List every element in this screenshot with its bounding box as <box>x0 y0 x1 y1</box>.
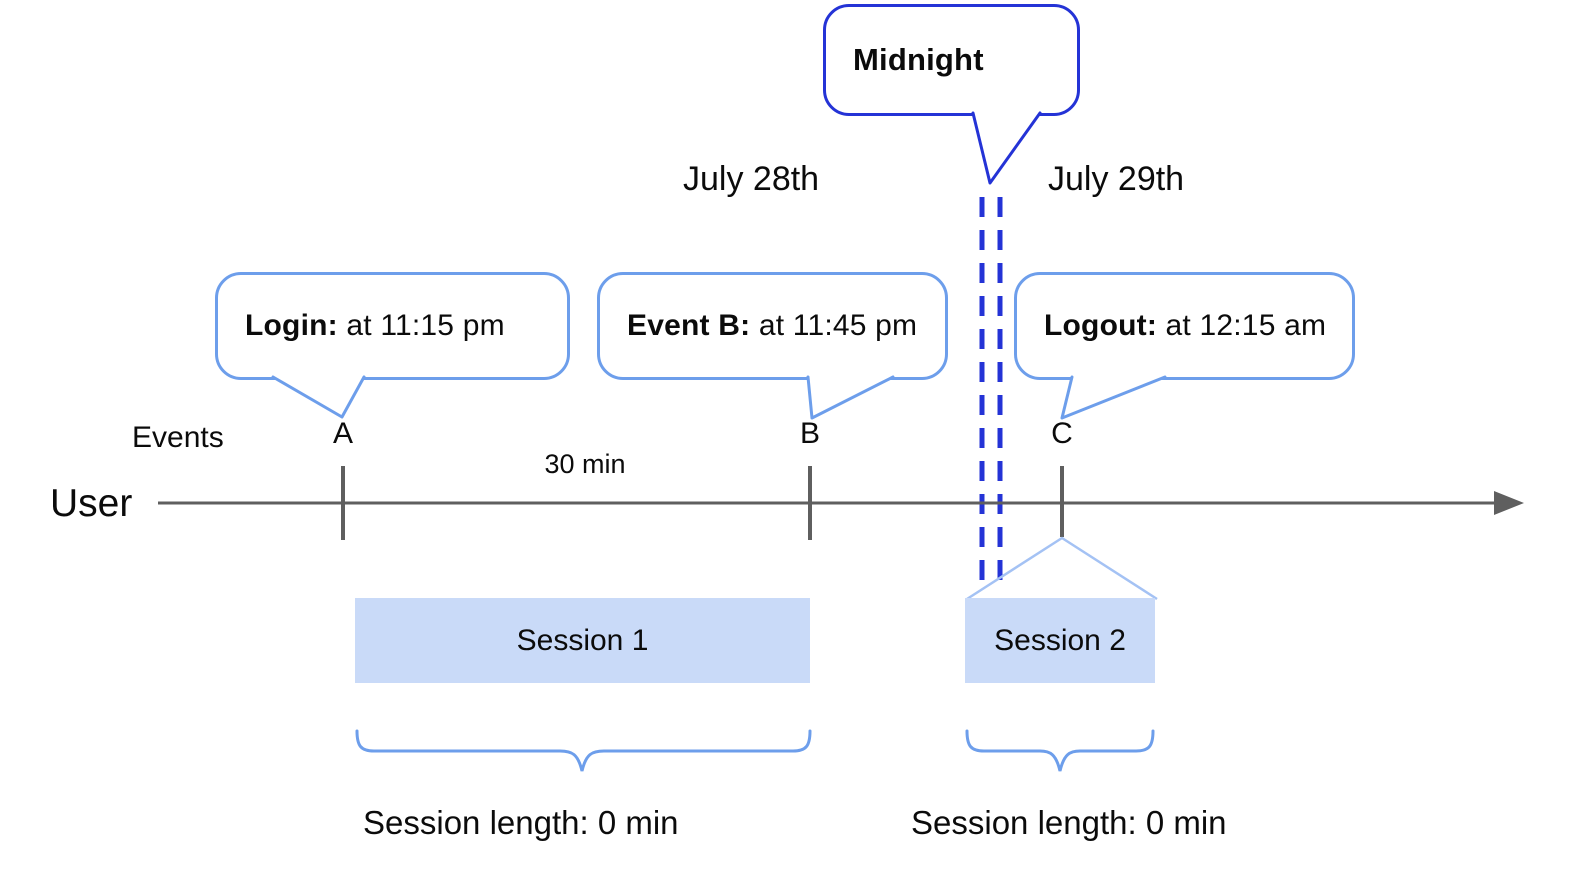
login-callout-bold: Login: <box>245 309 338 342</box>
event-b-callout-bold: Event B: <box>627 309 751 342</box>
logout-callout-label: Logout: at 12:15 am <box>1044 309 1326 343</box>
session1-box: Session 1 <box>355 598 810 683</box>
timeline-axis-label-user: User <box>50 482 133 525</box>
login-callout-rest: at 11:15 pm <box>337 309 505 342</box>
session1-brace <box>355 729 812 772</box>
event-marker-c: C <box>1051 417 1073 450</box>
logout-callout-rest: at 12:15 am <box>1157 309 1327 342</box>
login-callout-bubble: Login: at 11:15 pm <box>215 272 570 380</box>
event-b-bubble-tail <box>806 375 895 420</box>
event-b-callout-rest: at 11:45 pm <box>750 309 918 342</box>
session2-box: Session 2 <box>965 598 1155 683</box>
midnight-callout-bubble: Midnight <box>823 4 1080 116</box>
midnight-callout-label: Midnight <box>853 42 984 77</box>
session1-length-label: Session length: 0 min <box>363 804 679 841</box>
logout-callout-bubble: Logout: at 12:15 am <box>1014 272 1355 380</box>
logout-callout-bold: Logout: <box>1044 309 1158 342</box>
date-label-july-28: July 28th <box>683 160 820 198</box>
event-b-callout-label: Event B: at 11:45 pm <box>627 309 917 343</box>
login-bubble-tail <box>271 375 366 419</box>
logout-bubble-tail <box>1060 375 1167 420</box>
midnight-bubble-tail <box>971 111 1042 185</box>
session1-label: Session 1 <box>516 623 649 657</box>
timeline-arrowhead-icon <box>1494 491 1524 515</box>
session2-chevron-connector <box>966 536 1158 601</box>
events-row-label: Events <box>132 421 224 454</box>
date-label-july-29: July 29th <box>1048 160 1185 198</box>
login-callout-label: Login: at 11:15 pm <box>245 309 505 343</box>
session2-length-label: Session length: 0 min <box>911 804 1227 841</box>
interval-label-30min: 30 min <box>544 449 626 479</box>
event-marker-a: A <box>332 417 353 450</box>
session2-label: Session 2 <box>994 623 1126 657</box>
session2-brace <box>965 729 1155 772</box>
event-marker-b: B <box>799 417 820 450</box>
event-b-callout-bubble: Event B: at 11:45 pm <box>597 272 948 380</box>
